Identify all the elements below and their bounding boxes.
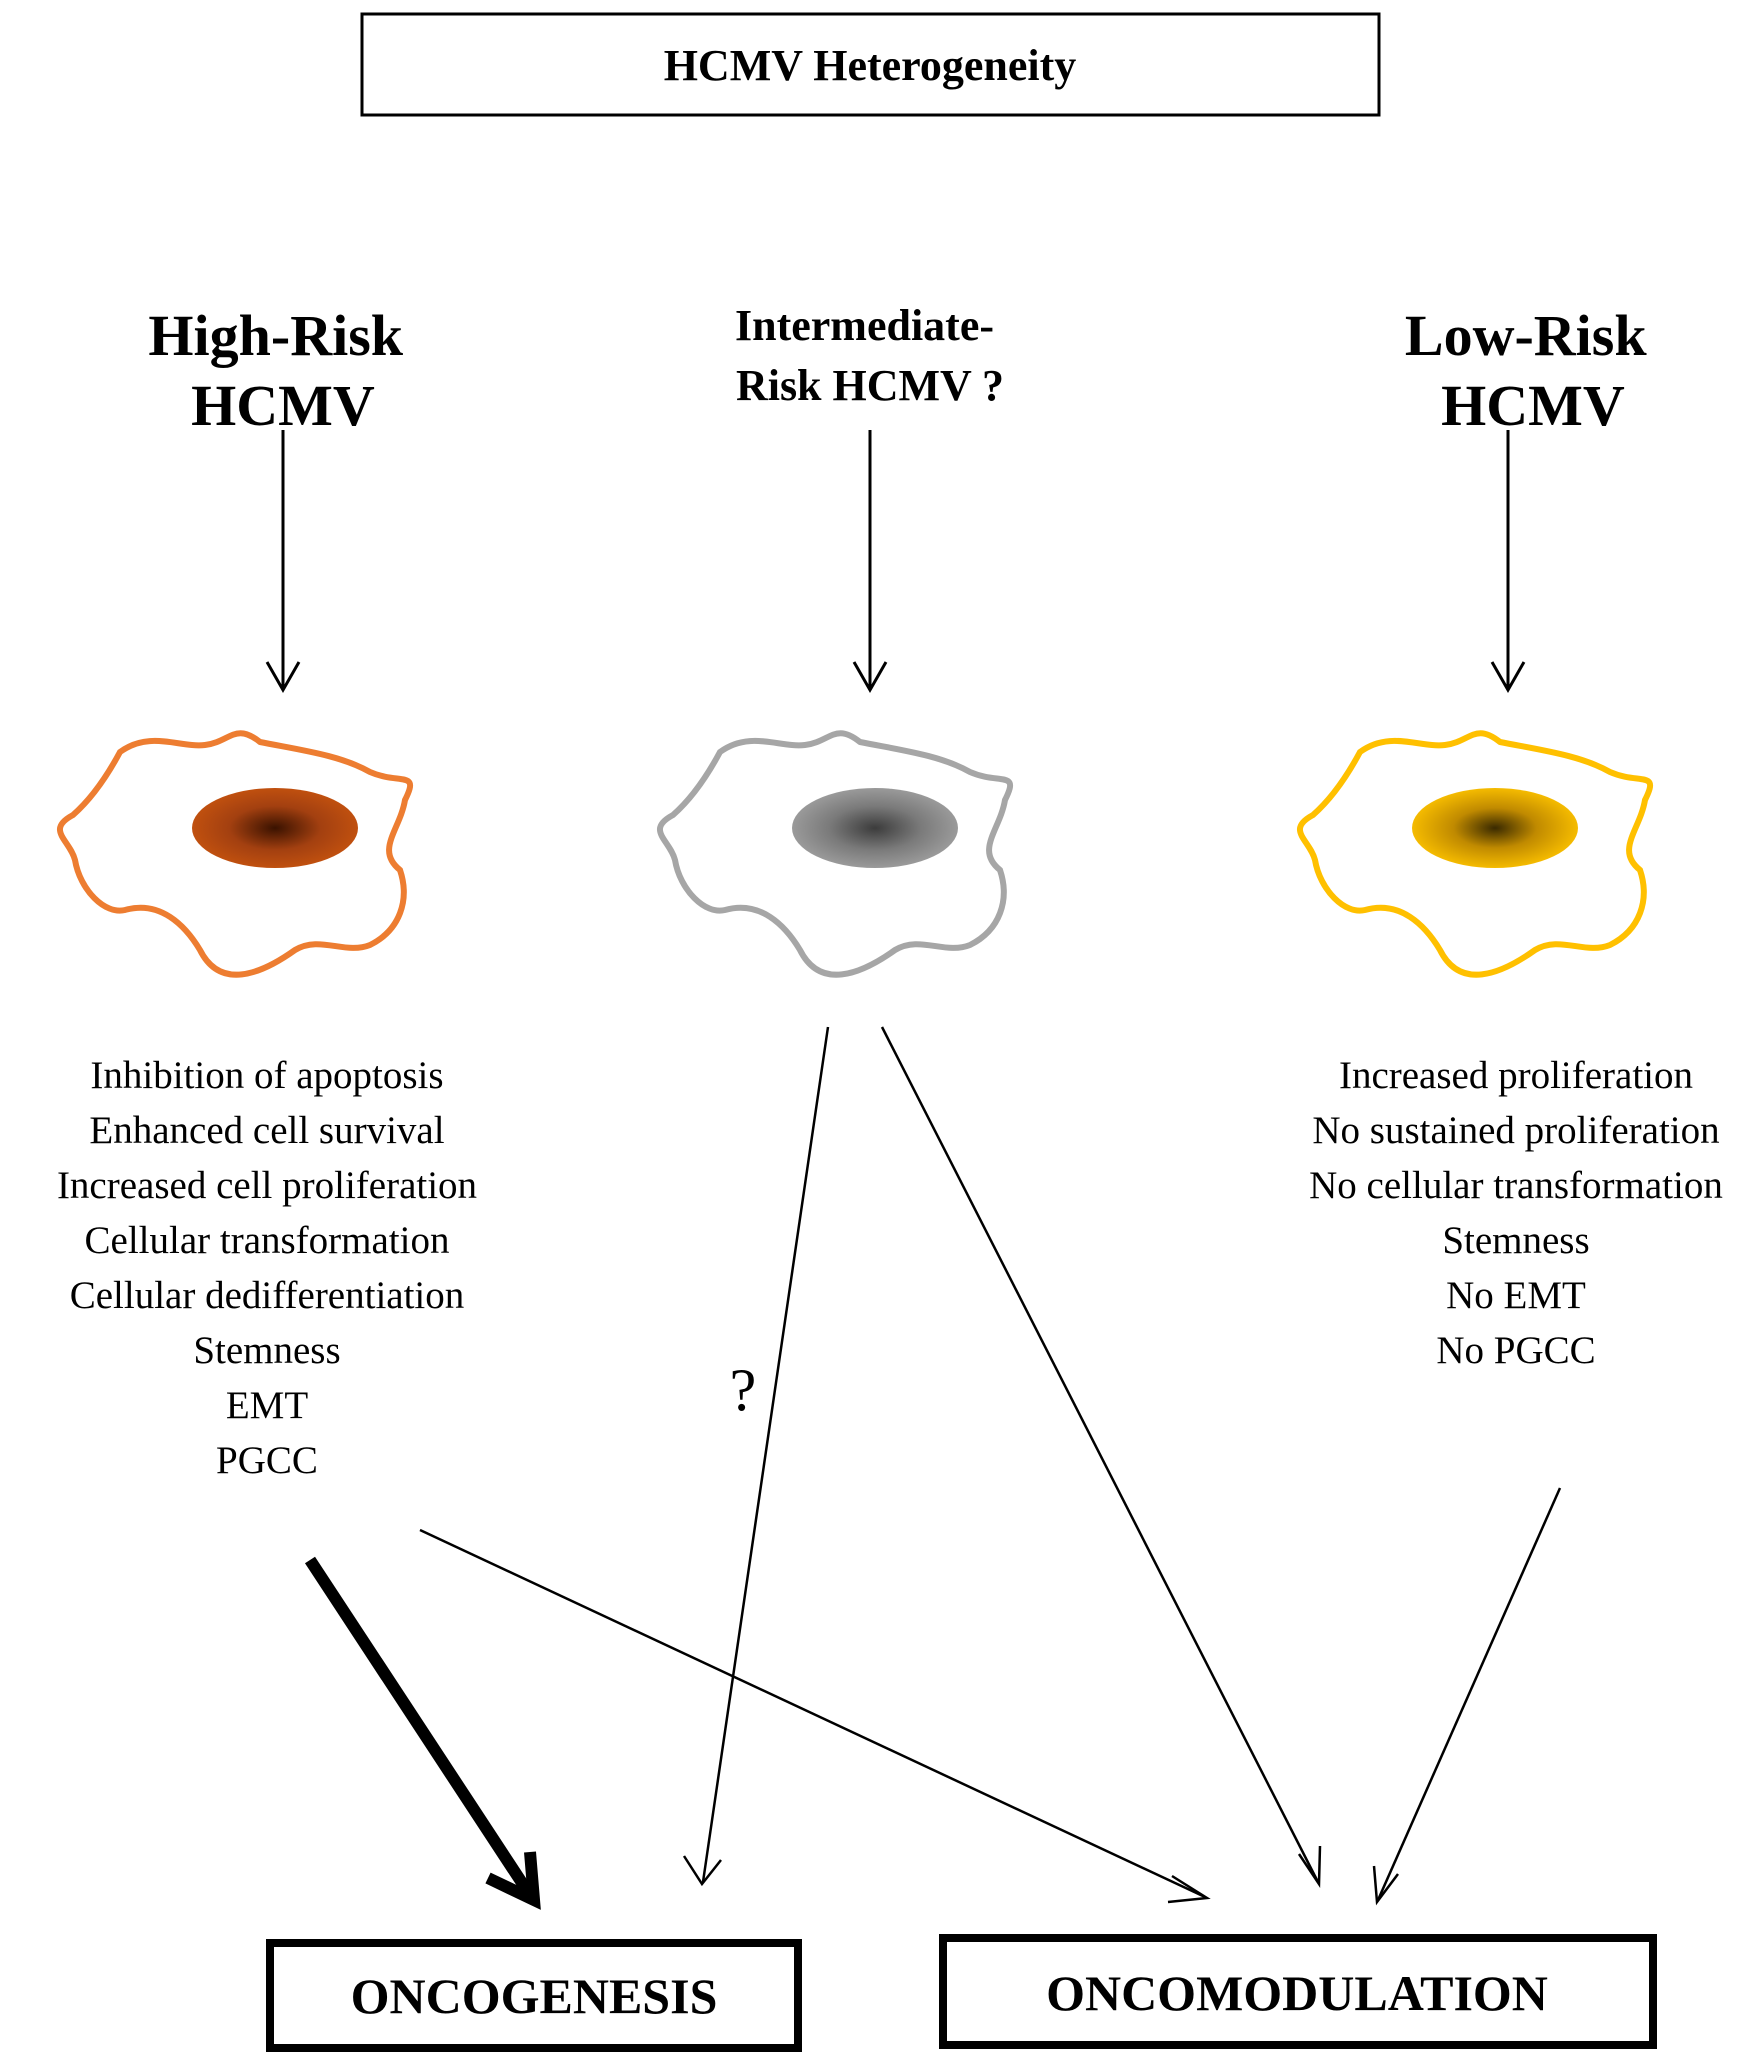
low-risk-effect: No EMT [1446, 1274, 1586, 1317]
high-risk-cell [56, 730, 413, 978]
title-box [360, 12, 1381, 117]
low-risk-down-arrow [1490, 430, 1526, 694]
intermediate-risk-cell [656, 730, 1013, 978]
oncogenesis-label: ONCOGENESIS [351, 1968, 718, 2024]
high-to-oncomodulation-arrow [419, 1528, 1211, 1904]
high-risk-effects: Inhibition of apoptosis Enhanced cell su… [57, 1054, 477, 1482]
high-risk-cell-membrane [56, 730, 413, 978]
low-risk-label-line-2: HCMV [1441, 373, 1625, 438]
oncomodulation-label: ONCOMODULATION [1046, 1965, 1548, 2021]
high-risk-label: High-Risk HCMV [148, 303, 417, 438]
high-risk-down-arrow [265, 430, 301, 694]
intermediate-risk-label-line-2: Risk HCMV ? [736, 361, 1004, 410]
intermediate-to-oncomodulation-arrow [880, 1026, 1322, 1888]
low-risk-label: Low-Risk HCMV [1405, 303, 1661, 438]
low-risk-cell [1296, 730, 1653, 978]
intermediate-to-oncogenesis-arrow [682, 1026, 830, 1887]
low-risk-cell-membrane [1296, 730, 1653, 978]
low-risk-effect: No PGCC [1436, 1329, 1595, 1372]
high-risk-effect: Enhanced cell survival [89, 1109, 444, 1152]
low-risk-effects: Increased proliferation No sustained pro… [1309, 1054, 1723, 1372]
question-mark: ? [730, 1357, 757, 1423]
high-risk-effect: Increased cell proliferation [57, 1164, 477, 1207]
low-risk-cell-nucleus [1412, 788, 1578, 868]
high-risk-effect: Stemness [193, 1329, 340, 1372]
intermediate-risk-down-arrow [852, 430, 888, 694]
intermediate-risk-label: Intermediate- Risk HCMV ? [735, 301, 1005, 410]
low-risk-effect: Stemness [1442, 1219, 1589, 1262]
diagram-title: HCMV Heterogeneity [664, 41, 1077, 90]
high-risk-label-line-2: HCMV [191, 373, 375, 438]
intermediate-risk-cell-nucleus [792, 788, 958, 868]
intermediate-risk-cell-membrane [656, 730, 1013, 978]
low-risk-effect: No cellular transformation [1309, 1164, 1723, 1207]
intermediate-risk-label-line-1: Intermediate- [735, 301, 994, 350]
low-to-oncomodulation-arrow [1372, 1487, 1562, 1906]
high-risk-effect: PGCC [216, 1439, 318, 1482]
high-risk-effect: Inhibition of apoptosis [90, 1054, 443, 1097]
high-risk-cell-nucleus [192, 788, 358, 868]
high-risk-label-line-1: High-Risk [148, 303, 403, 368]
high-to-oncogenesis-arrow [304, 1556, 541, 1910]
low-risk-effect: No sustained proliferation [1312, 1109, 1719, 1152]
low-risk-label-line-1: Low-Risk [1405, 303, 1647, 368]
oncogenesis-box [266, 1939, 802, 2052]
oncomodulation-box [939, 1934, 1657, 2049]
high-risk-effect: Cellular dedifferentiation [70, 1274, 465, 1317]
high-risk-effect: EMT [226, 1384, 309, 1427]
high-risk-effect: Cellular transformation [85, 1219, 450, 1262]
low-risk-effect: Increased proliferation [1339, 1054, 1693, 1097]
